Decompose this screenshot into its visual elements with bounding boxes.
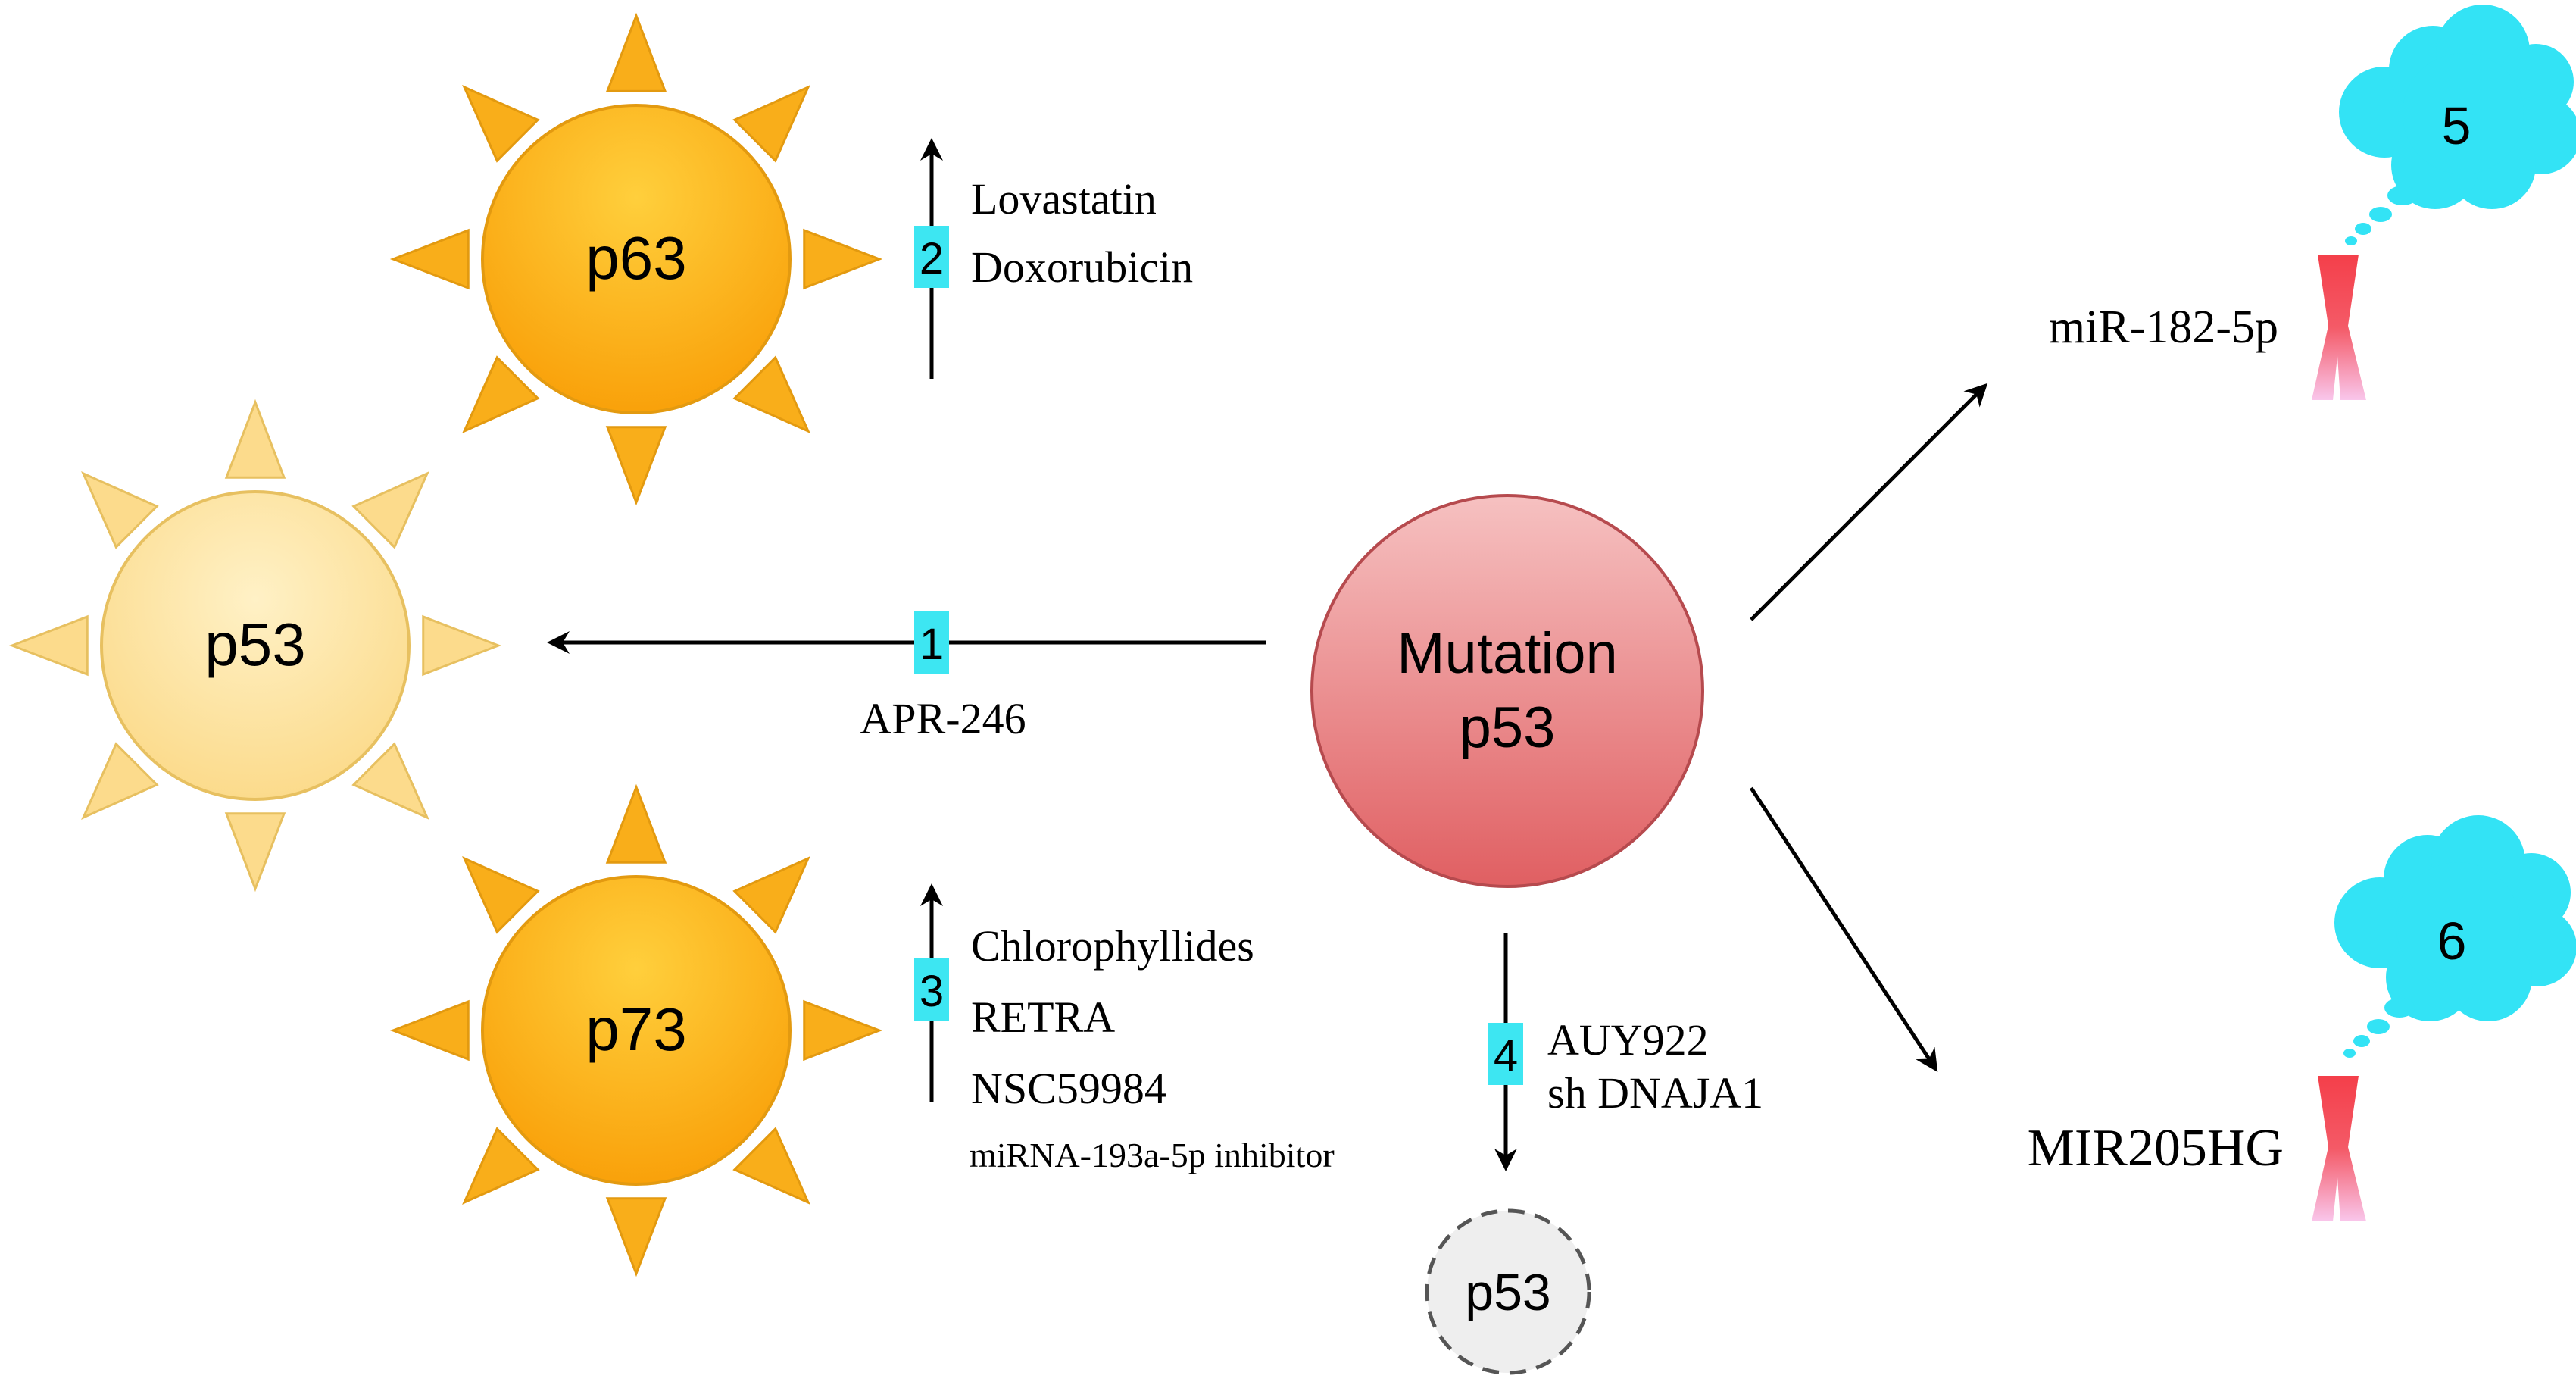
badge-3: 3 bbox=[914, 958, 949, 1021]
cloud-5-shape bbox=[2339, 5, 2576, 209]
sun-ray-north bbox=[224, 399, 286, 479]
sun-ray-east bbox=[803, 999, 883, 1061]
label-nsc59984: NSC59984 bbox=[971, 1064, 1166, 1113]
badge-4-box bbox=[1488, 1023, 1523, 1085]
badge-2-number: 2 bbox=[920, 234, 944, 283]
badge-4-number: 4 bbox=[1494, 1031, 1518, 1080]
badge-2-box bbox=[914, 226, 949, 288]
badge-1-box bbox=[914, 611, 949, 674]
sun-ray-north bbox=[605, 12, 667, 92]
label-lovastatin: Lovastatin bbox=[971, 174, 1157, 224]
mutation-p53-node: Mutation p53 bbox=[1310, 494, 1704, 888]
cloud-5: 5 bbox=[2339, 5, 2576, 245]
badge-1: 1 bbox=[914, 611, 949, 674]
label-sh-dnaja1: sh DNAJA1 bbox=[1547, 1068, 1763, 1118]
p53-degraded-circle bbox=[1425, 1208, 1591, 1375]
sun-ray-north-west bbox=[462, 85, 540, 163]
arrow-to-mir182 bbox=[1750, 383, 1988, 621]
sun-ray-south-east bbox=[351, 742, 429, 820]
arrow-to-mir205hg bbox=[1749, 786, 1938, 1073]
cloud-5-number: 5 bbox=[2442, 96, 2471, 155]
cloud-6: 6 bbox=[2334, 815, 2576, 1058]
label-auy922: AUY922 bbox=[1547, 1015, 1709, 1065]
label-chlorophyllides: Chlorophyllides bbox=[971, 921, 1254, 971]
sun-ray-south bbox=[224, 812, 286, 893]
cloud-6-number: 6 bbox=[2437, 911, 2467, 971]
sun-ray-north-west bbox=[81, 471, 159, 549]
p53-degraded-node: p53 bbox=[1425, 1208, 1591, 1375]
p53-active-label: p53 bbox=[205, 611, 305, 678]
p53-active-sun: p53 bbox=[8, 399, 502, 893]
p53-active-sun-body bbox=[100, 490, 411, 801]
sun-ray-north bbox=[605, 783, 667, 864]
badge-3-box bbox=[914, 958, 949, 1021]
label-mir205hg: MIR205HG bbox=[2028, 1119, 2284, 1177]
sun-ray-south-east bbox=[732, 1127, 810, 1205]
mir182-inhibition-x-icon bbox=[2312, 255, 2366, 400]
p53-degraded-label: p53 bbox=[1465, 1264, 1550, 1321]
label-mirna-193a-inhibitor: miRNA-193a-5p inhibitor bbox=[970, 1136, 1335, 1174]
badge-2: 2 bbox=[914, 226, 949, 288]
cloud-6-tail-dots bbox=[2343, 998, 2415, 1058]
mir205hg-inhibition-x-icon bbox=[2312, 1076, 2366, 1221]
sun-ray-west bbox=[8, 614, 89, 677]
label-mir-182-5p: miR-182-5p bbox=[2049, 302, 2278, 353]
sun-ray-south-west bbox=[462, 355, 540, 433]
p73-sun-body bbox=[481, 875, 792, 1186]
sun-ray-east bbox=[422, 614, 502, 677]
mutation-p53-circle bbox=[1310, 494, 1704, 888]
p73-sun: p73 bbox=[389, 783, 883, 1277]
sun-ray-west bbox=[389, 228, 470, 290]
sun-ray-south-west bbox=[81, 742, 159, 820]
badge-4: 4 bbox=[1488, 1023, 1523, 1085]
sun-ray-south-east bbox=[732, 355, 810, 433]
mutation-p53-label: p53 bbox=[1460, 696, 1556, 760]
sun-ray-north-west bbox=[462, 856, 540, 934]
label-retra: RETRA bbox=[971, 993, 1115, 1042]
sun-ray-north-east bbox=[732, 856, 810, 934]
sun-ray-south-west bbox=[462, 1127, 540, 1205]
badge-3-number: 3 bbox=[920, 967, 944, 1016]
sun-ray-north-east bbox=[732, 85, 810, 163]
p73-label: p73 bbox=[585, 996, 686, 1063]
p63-sun-body bbox=[481, 104, 792, 414]
p63-label: p63 bbox=[585, 224, 686, 292]
p63-sun: p63 bbox=[389, 12, 883, 506]
cloud-5-tail-dots bbox=[2345, 186, 2418, 245]
sun-ray-south bbox=[605, 426, 667, 506]
mutation-label: Mutation bbox=[1397, 621, 1618, 686]
sun-ray-west bbox=[389, 999, 470, 1061]
sun-ray-north-east bbox=[351, 471, 429, 549]
sun-ray-east bbox=[803, 228, 883, 290]
sun-ray-south bbox=[605, 1197, 667, 1277]
label-doxorubicin: Doxorubicin bbox=[971, 242, 1193, 292]
label-apr-246: APR-246 bbox=[860, 694, 1026, 743]
cloud-6-shape bbox=[2334, 815, 2576, 1021]
badge-1-number: 1 bbox=[920, 620, 944, 669]
